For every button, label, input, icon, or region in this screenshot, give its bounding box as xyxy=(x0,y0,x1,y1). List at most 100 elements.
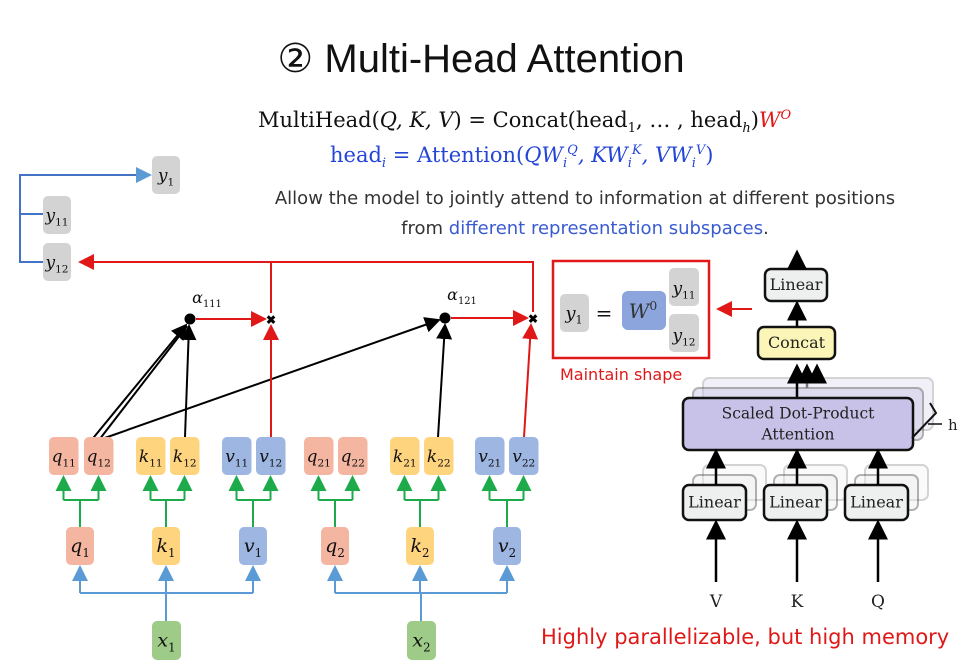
f1-wo-sup: O xyxy=(780,108,792,123)
output-y12-label: y12 xyxy=(44,253,68,275)
f1-wo: W xyxy=(758,108,781,132)
head-q11-box xyxy=(49,437,79,475)
f1-close: ) xyxy=(750,108,759,132)
f2-q-sup: Q xyxy=(567,143,578,158)
attention-box-text-1: Attention xyxy=(760,426,834,444)
proj-v1-label-sub: 1 xyxy=(255,546,263,560)
description-line1: Allow the model to jointly attend to inf… xyxy=(274,188,896,209)
output-y12-box xyxy=(43,243,71,281)
description-line2: from different representation subspaces. xyxy=(240,218,930,239)
output-y11-label-sub: 11 xyxy=(55,216,68,228)
desc-highlight: different representation subspaces xyxy=(448,218,764,239)
f2-eq: = Attention( xyxy=(386,143,525,167)
bottom-note: Highly parallelizable, but high memory xyxy=(541,625,950,649)
proj-k2-box xyxy=(406,527,434,565)
head-q21-box xyxy=(304,437,334,475)
head-q11: q11 xyxy=(49,437,79,475)
output-y1: y1 xyxy=(152,156,180,194)
sb-y1-label: y1 xyxy=(564,303,582,327)
f2-v: , VW xyxy=(641,143,692,167)
v22-to-mult xyxy=(522,323,539,438)
f2-v-sup: V xyxy=(695,143,706,158)
head-v22-label-sub: 22 xyxy=(522,457,535,469)
k12-to-alpha111 xyxy=(180,324,197,438)
sb-w-box xyxy=(622,291,666,330)
head-v12-box xyxy=(256,437,286,475)
head-v12-label: v12 xyxy=(259,447,282,469)
output-y1-label-sub: 1 xyxy=(167,176,174,188)
linear-box-2-text-0: Linear xyxy=(850,493,903,512)
sb-w-label: W0 xyxy=(629,298,658,323)
input-x2-box xyxy=(407,621,436,660)
sb-equals: = xyxy=(596,301,613,325)
proj-v1: v1 xyxy=(239,527,267,565)
alpha121-label-sub: 121 xyxy=(458,296,477,307)
proj-q1-box xyxy=(66,527,94,565)
alpha111-label: α111 xyxy=(192,288,222,310)
head-q22-label-base: q xyxy=(341,447,352,467)
head-k12-label: k12 xyxy=(173,447,197,469)
wires xyxy=(19,167,539,621)
f2-lhs: head xyxy=(330,143,382,167)
concat-box: Concat xyxy=(756,325,837,361)
proj-v2: v2 xyxy=(493,527,521,565)
sb-y11-label-base: y xyxy=(671,279,682,299)
head-k22-box xyxy=(424,437,454,475)
head-q12-label: q12 xyxy=(87,447,111,469)
output-y11: y11 xyxy=(43,196,71,234)
proj-q1-label: q1 xyxy=(70,535,90,560)
proj-k1-box xyxy=(152,527,180,565)
output-y1-label: y1 xyxy=(157,166,174,188)
sum-to-y12 xyxy=(78,254,534,312)
proj-k2-label-base: k xyxy=(410,535,422,557)
alpha111-label-base: α xyxy=(192,288,203,307)
head-v12-label-base: v xyxy=(259,447,269,467)
proj-k1: k1 xyxy=(152,527,180,565)
head-q12-label-sub: 12 xyxy=(97,457,110,469)
head-v21-label: v21 xyxy=(478,447,501,469)
alpha111-dot xyxy=(184,313,196,325)
head-k22-label-sub: 22 xyxy=(437,457,450,469)
output-y12-label-base: y xyxy=(44,253,55,273)
proj-k1-label-sub: 1 xyxy=(168,546,176,560)
f1-subh: h xyxy=(742,121,751,137)
sb-w-label-sup: 0 xyxy=(649,298,657,313)
output-y1-box xyxy=(152,156,180,194)
head-k21-box xyxy=(390,437,420,475)
head-k22: k22 xyxy=(424,437,454,475)
f2-q: QW xyxy=(524,143,563,167)
sb-y12-label-base: y xyxy=(671,326,682,346)
head-k22-label: k22 xyxy=(427,447,451,469)
head-q12-label-base: q xyxy=(87,447,98,467)
alpha111-label-sub: 111 xyxy=(203,299,222,310)
head-v22-label-base: v xyxy=(512,447,522,467)
input-x2-label: x2 xyxy=(412,630,430,655)
proj-v2-box xyxy=(493,527,521,565)
proj-q1-label-sub: 1 xyxy=(82,546,90,560)
head-q22: q22 xyxy=(338,437,368,475)
head-k21-label-base: k xyxy=(393,447,403,467)
proj-q2-label-base: q xyxy=(325,535,337,557)
q12-to-alpha111-b xyxy=(98,325,188,441)
f2-sub: i xyxy=(381,156,387,172)
output-y1-label-base: y xyxy=(157,166,168,186)
bracket-to-y1 xyxy=(19,167,152,263)
sb-y12-label-sub: 12 xyxy=(682,336,695,348)
multiply-icon: ✖ xyxy=(266,313,276,327)
multiply-icon: ✖ xyxy=(528,312,538,326)
head-formula: headi = Attention(QWiQ, KWiK, VWiV) xyxy=(330,143,713,171)
f2-k-sub: i xyxy=(627,156,632,172)
head-q21: q21 xyxy=(304,437,334,475)
input-x1: x1 xyxy=(152,621,181,660)
f2-k-sup: K xyxy=(631,143,642,158)
output-y11-label-base: y xyxy=(44,206,55,226)
head-k11-label-sub: 11 xyxy=(149,457,162,469)
head-v22-box xyxy=(509,437,539,475)
proj-k2: k2 xyxy=(406,527,434,565)
head-k21: k21 xyxy=(390,437,420,475)
head-v21-label-sub: 21 xyxy=(488,457,501,469)
f1-args: Q, K, V xyxy=(379,108,454,132)
